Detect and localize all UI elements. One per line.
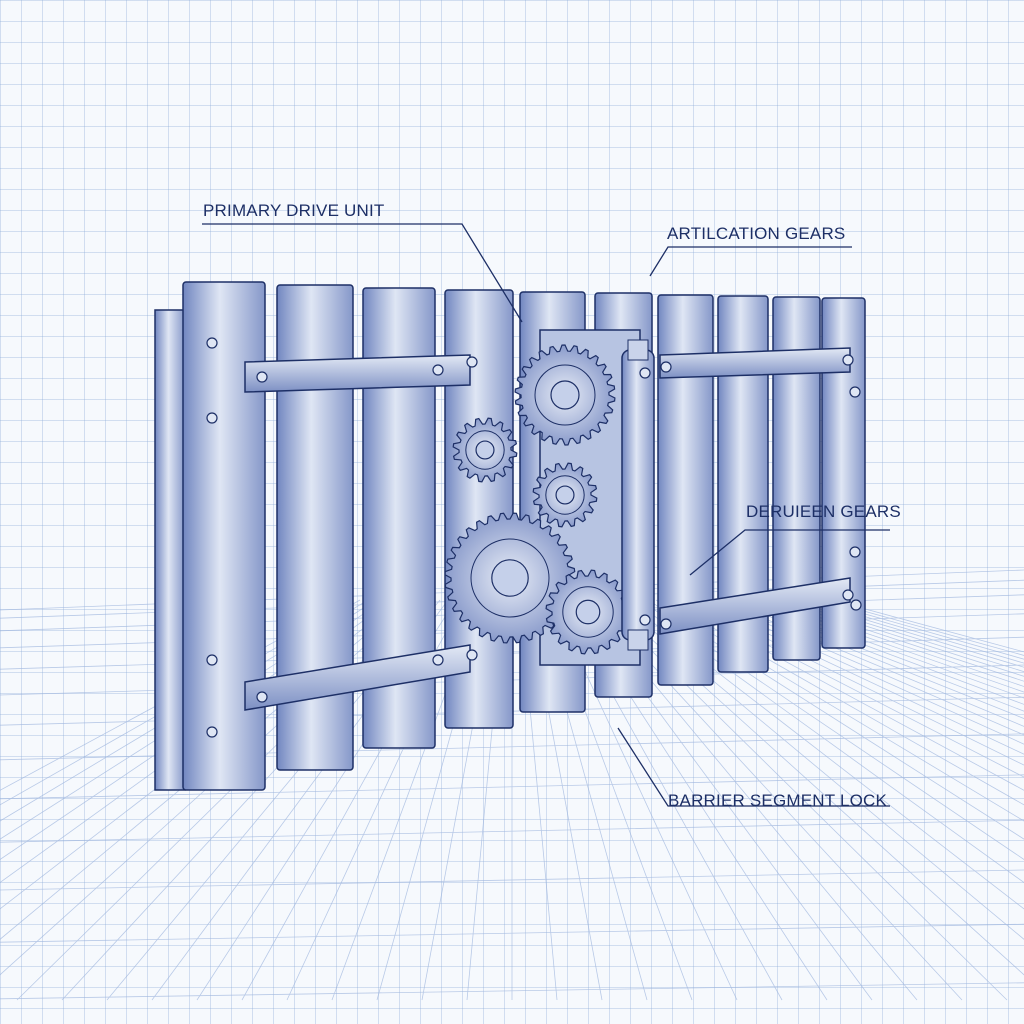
leader-lines <box>202 223 890 807</box>
bolt <box>256 691 268 703</box>
leader-segment-lock <box>617 727 890 807</box>
floor-grid-line <box>759 599 1024 693</box>
floor-grid-line <box>695 599 1024 755</box>
label-articulation-gears: ARTILCATION GEARS <box>667 224 846 243</box>
label-primary-drive-unit: PRIMARY DRIVE UNIT <box>203 201 385 220</box>
fence-slat <box>772 296 821 661</box>
floor-grid-line <box>0 819 1024 843</box>
leader-articulation <box>649 246 852 277</box>
floor-grid-line <box>719 599 1024 727</box>
floor-grid-line <box>0 774 1024 800</box>
floor-grid-line <box>727 599 1024 719</box>
bolt <box>206 337 218 349</box>
gear-axle <box>475 440 495 460</box>
floor-grid-line <box>663 599 1024 806</box>
floor-grid-line <box>679 599 1024 778</box>
floor-grid-line <box>799 599 1024 668</box>
bolt <box>466 649 478 661</box>
floor-grid-line <box>791 599 1024 673</box>
bolt <box>639 614 651 626</box>
bolt <box>466 356 478 368</box>
gear-hub-ring <box>534 364 596 426</box>
gear-hub-ring <box>545 475 585 515</box>
floor-grid-line <box>735 599 1024 712</box>
gear-hub-ring <box>465 430 505 470</box>
bolt <box>256 371 268 383</box>
gear-axle <box>491 559 529 597</box>
fence-slat <box>821 297 866 649</box>
floor-grid-line <box>671 599 1024 791</box>
bar-top-left <box>244 354 471 393</box>
fence-slat <box>182 281 266 791</box>
bolt <box>660 361 672 373</box>
label-deruieen-gears: DERUIEEN GEARS <box>746 502 901 521</box>
bolt <box>849 386 861 398</box>
floor-grid-line <box>0 869 1024 891</box>
floor-grid-line <box>0 982 1024 1000</box>
label-barrier-segment-lock: BARRIER SEGMENT LOCK <box>668 791 888 810</box>
left-frame-post <box>154 309 186 791</box>
bar-top-right <box>659 347 851 379</box>
bolt <box>849 546 861 558</box>
linkage-bars <box>244 347 851 711</box>
bolt <box>842 354 854 366</box>
gear-hub-ring <box>470 538 550 618</box>
fence-slat <box>276 284 354 771</box>
gear-axle <box>575 599 601 625</box>
floor-grid-line <box>687 599 1024 766</box>
gear-axle <box>555 485 575 505</box>
bolt <box>206 726 218 738</box>
bolt <box>639 367 651 379</box>
fence-slat <box>362 287 436 749</box>
bar-bottom-right <box>659 577 851 635</box>
fence-slat <box>657 294 714 686</box>
bolt <box>432 654 444 666</box>
bar-bottom-left <box>244 644 471 711</box>
floor-grid-line <box>743 599 1024 705</box>
gear-hub-ring <box>562 586 614 638</box>
leader-deruieen <box>689 529 890 576</box>
leader-primary-drive <box>202 223 523 323</box>
gear-train <box>444 344 631 655</box>
bolt <box>842 589 854 601</box>
floor-grid-line <box>0 923 1024 943</box>
floor-grid-line <box>0 599 377 840</box>
floor-grid-line <box>751 599 1024 699</box>
floor-grid-line <box>703 599 1024 745</box>
gear-axle <box>550 380 580 410</box>
bolt <box>432 364 444 376</box>
fence-slat <box>717 295 769 673</box>
floor-grid-line <box>591 599 963 1001</box>
bolt <box>660 618 672 630</box>
bolts <box>206 337 862 738</box>
floor-grid-line <box>711 599 1024 736</box>
bolt <box>206 412 218 424</box>
hydraulic-cylinder <box>621 339 655 651</box>
bolt <box>850 599 862 611</box>
floor-grid-line <box>783 599 1024 677</box>
bolt <box>206 654 218 666</box>
